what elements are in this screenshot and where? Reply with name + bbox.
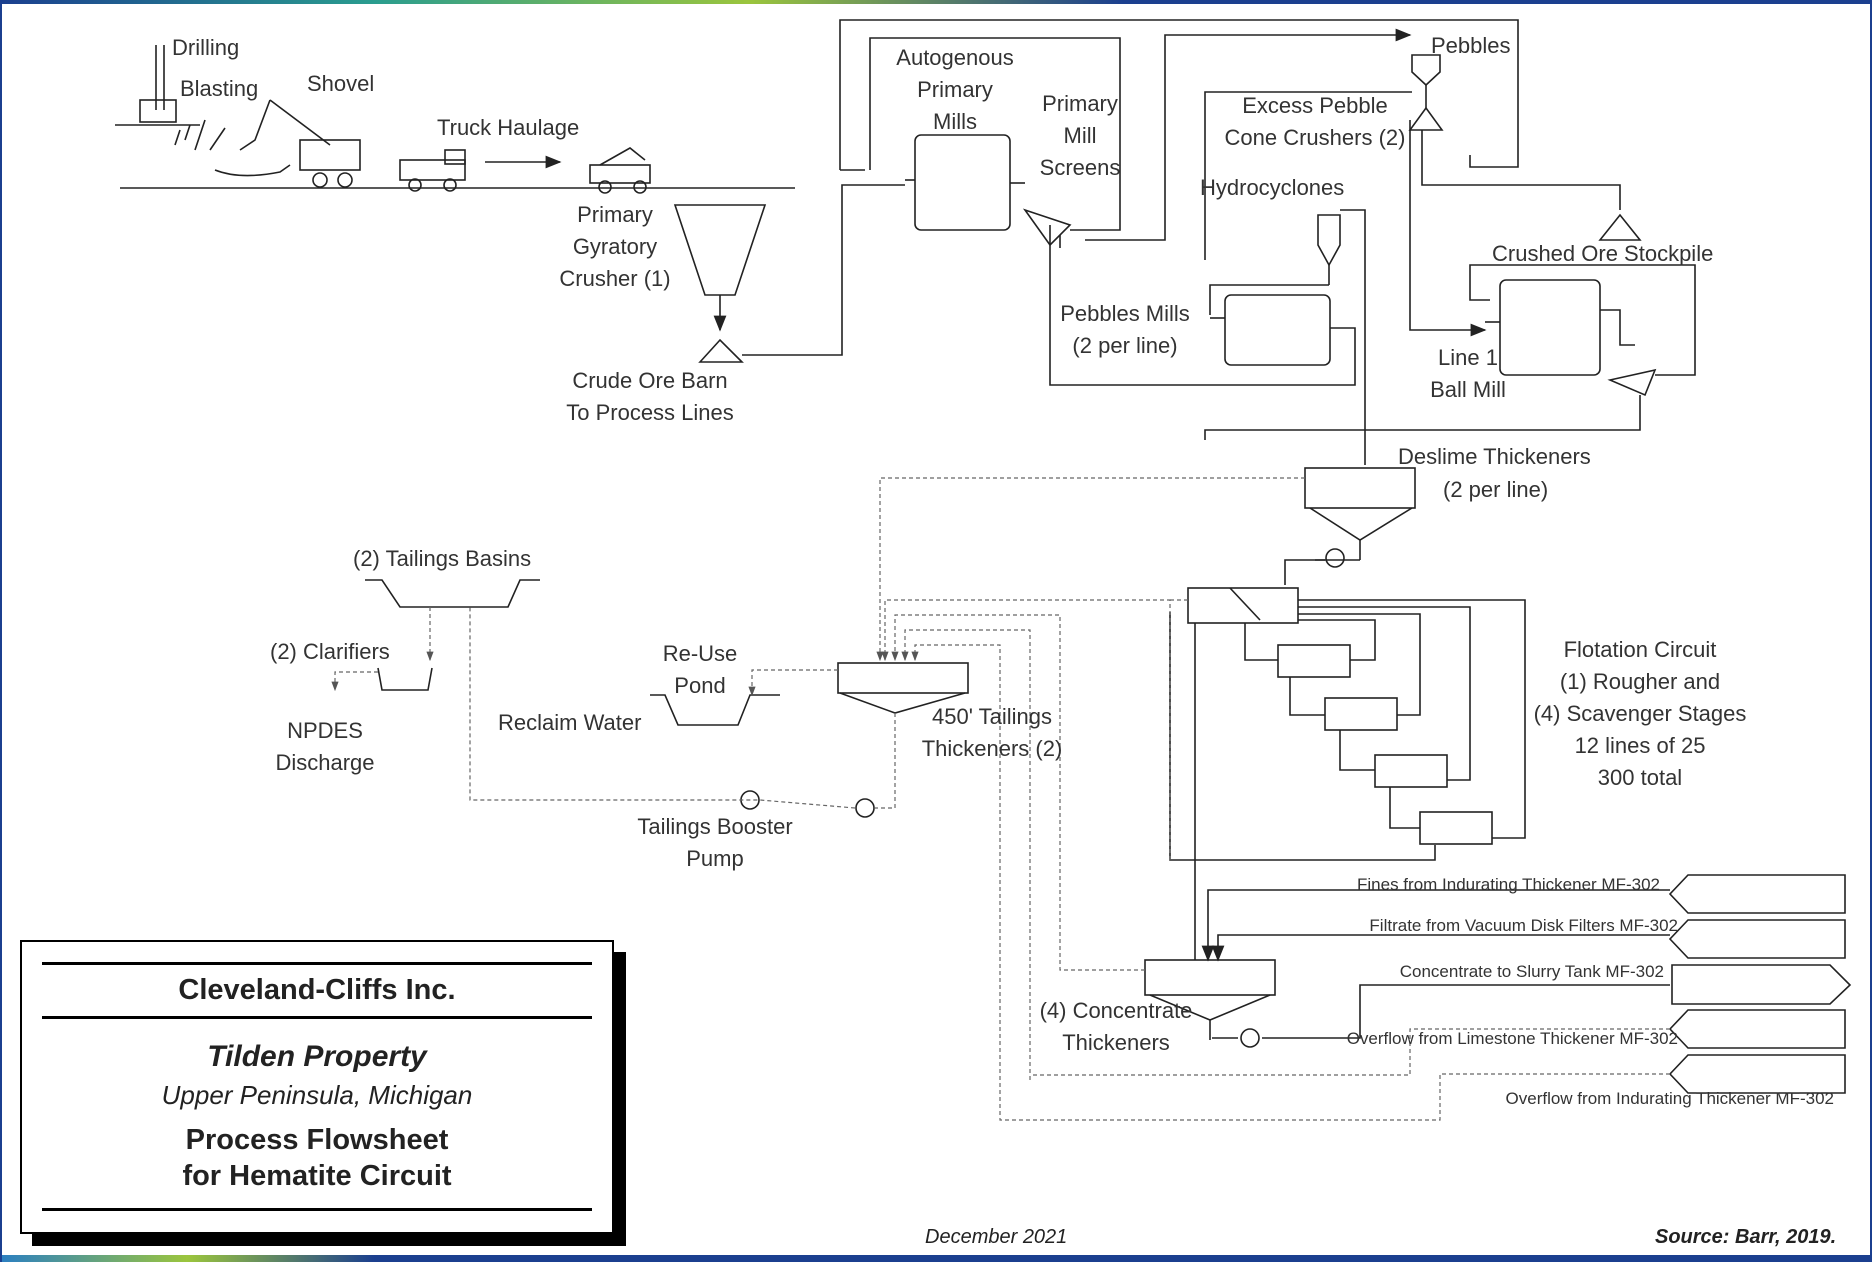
label-crude-ore-barn: Crude Ore Barn To Process Lines: [566, 368, 734, 425]
tailings-basin-icon: [365, 579, 540, 608]
label-clarifiers: (2) Clarifiers: [270, 639, 390, 664]
label-tailings-basins: (2) Tailings Basins: [353, 546, 532, 571]
cone-crusher-icon: [1408, 106, 1444, 131]
footer-source: Source: Barr, 2019.: [1655, 1226, 1837, 1248]
frame-left-border: [0, 0, 2, 1262]
label-truck-haulage: Truck Haulage: [437, 115, 580, 140]
label-reuse-pond: Re-Use Pond: [662, 641, 738, 698]
label-flotation-circuit: Flotation Circuit (1) Rougher and (4) Sc…: [1533, 637, 1747, 790]
title-block: Cleveland-Cliffs Inc. Tilden Property Up…: [20, 940, 614, 1234]
property-name: Tilden Property: [207, 1040, 427, 1073]
label-primary-mill-screens: Primary Mill Screens: [1039, 91, 1121, 180]
label-concentrate-thickeners: (4) Concentrate Thickeners: [1039, 998, 1193, 1055]
frame-bottom-border: [0, 1255, 1872, 1262]
scavenger-cell-4-icon: [1419, 811, 1493, 845]
deslime-pump-icon: [1325, 548, 1345, 568]
scavenger-cell-1-icon: [1277, 644, 1351, 678]
label-pebbles: Pebbles: [1431, 33, 1511, 58]
title-rule-mid: [42, 1016, 592, 1019]
label-shovel: Shovel: [307, 71, 375, 96]
label-tailings-booster: Tailings Booster Pump: [637, 814, 793, 871]
drill-rig-icon: [115, 45, 200, 126]
label-crushed-ore-stockpile: Crushed Ore Stockpile: [1492, 241, 1714, 266]
pebbles-hopper-icon: [1411, 54, 1441, 87]
label-primary-crusher: Primary Gyratory Crusher (1): [559, 202, 671, 291]
stream-concentrate: Concentrate to Slurry Tank MF-302: [1399, 962, 1664, 981]
crude-ore-barn-icon: [698, 338, 744, 363]
flowsheet-title-line2: for Hematite Circuit: [182, 1160, 452, 1192]
autogenous-mill-icon: [914, 134, 1011, 231]
stream-box-indurating: [1668, 1054, 1846, 1094]
frame-top-border: [0, 0, 1872, 4]
stream-overflow-limestone: Overflow from Limestone Thickener MF-302: [1346, 1029, 1678, 1048]
stream-filtrate: Filtrate from Vacuum Disk Filters MF-302: [1369, 916, 1678, 935]
company-name: Cleveland-Cliffs Inc.: [178, 974, 456, 1006]
shovel-icon: [214, 99, 361, 188]
label-drilling: Drilling: [172, 35, 240, 60]
deslime-thickener-icon: [1304, 467, 1416, 509]
label-deslime-thickeners: Deslime Thickeners: [1398, 444, 1591, 469]
stream-overflow-indurating: Overflow from Indurating Thickener MF-30…: [1505, 1089, 1834, 1108]
blasting-icon: [174, 119, 226, 151]
label-autogenous-mills: Autogenous Primary Mills: [896, 45, 1014, 134]
label-deslime-per-line: (2 per line): [1443, 477, 1549, 502]
flowsheet-title-line1: Process Flowsheet: [185, 1124, 449, 1156]
stream-box-limestone: [1668, 1009, 1846, 1049]
stream-box-filtrate: [1668, 919, 1846, 959]
stream-box-fines: [1668, 874, 1846, 914]
scavenger-cell-2-icon: [1324, 697, 1398, 731]
haul-truck-2-icon: [589, 147, 651, 194]
hydrocyclone-icon: [1317, 214, 1341, 267]
gyratory-crusher-icon: [673, 204, 767, 296]
footer-date: December 2021: [925, 1226, 1068, 1248]
haul-truck-1-icon: [399, 149, 466, 192]
label-reclaim-water: Reclaim Water: [498, 710, 642, 735]
label-hydrocyclones: Hydrocyclones: [1200, 175, 1345, 200]
crushed-ore-stockpile-icon: [1598, 213, 1642, 241]
stream-fines: Fines from Indurating Thickener MF-302: [1357, 875, 1660, 894]
label-pebbles-mills: Pebbles Mills (2 per line): [1060, 301, 1190, 358]
label-npdes: NPDES Discharge: [275, 718, 375, 775]
frame-right-border: [1870, 0, 1872, 1262]
title-rule-top: [42, 962, 592, 965]
concentrate-pump-icon: [1240, 1028, 1260, 1048]
title-rule-bottom: [42, 1208, 592, 1211]
rougher-cell-icon: [1187, 587, 1299, 624]
property-location: Upper Peninsula, Michigan: [161, 1080, 473, 1110]
stream-box-concentrate: [1671, 964, 1852, 1005]
booster-pump-2-icon: [855, 798, 875, 818]
label-excess-pebble: Excess Pebble Cone Crushers (2): [1224, 93, 1406, 150]
label-tailings-thickeners: 450' Tailings Thickeners (2): [921, 704, 1063, 761]
scavenger-cell-3-icon: [1374, 754, 1448, 788]
concentrate-thickener-icon: [1144, 959, 1276, 996]
clarifier-icon: [377, 667, 433, 691]
label-blasting: Blasting: [180, 76, 259, 101]
ball-mill-icon: [1499, 279, 1601, 376]
label-ball-mill: Line 1 Ball Mill: [1430, 345, 1506, 402]
tailings-thickener-icon: [837, 662, 969, 694]
pebble-mill-icon: [1224, 294, 1331, 366]
